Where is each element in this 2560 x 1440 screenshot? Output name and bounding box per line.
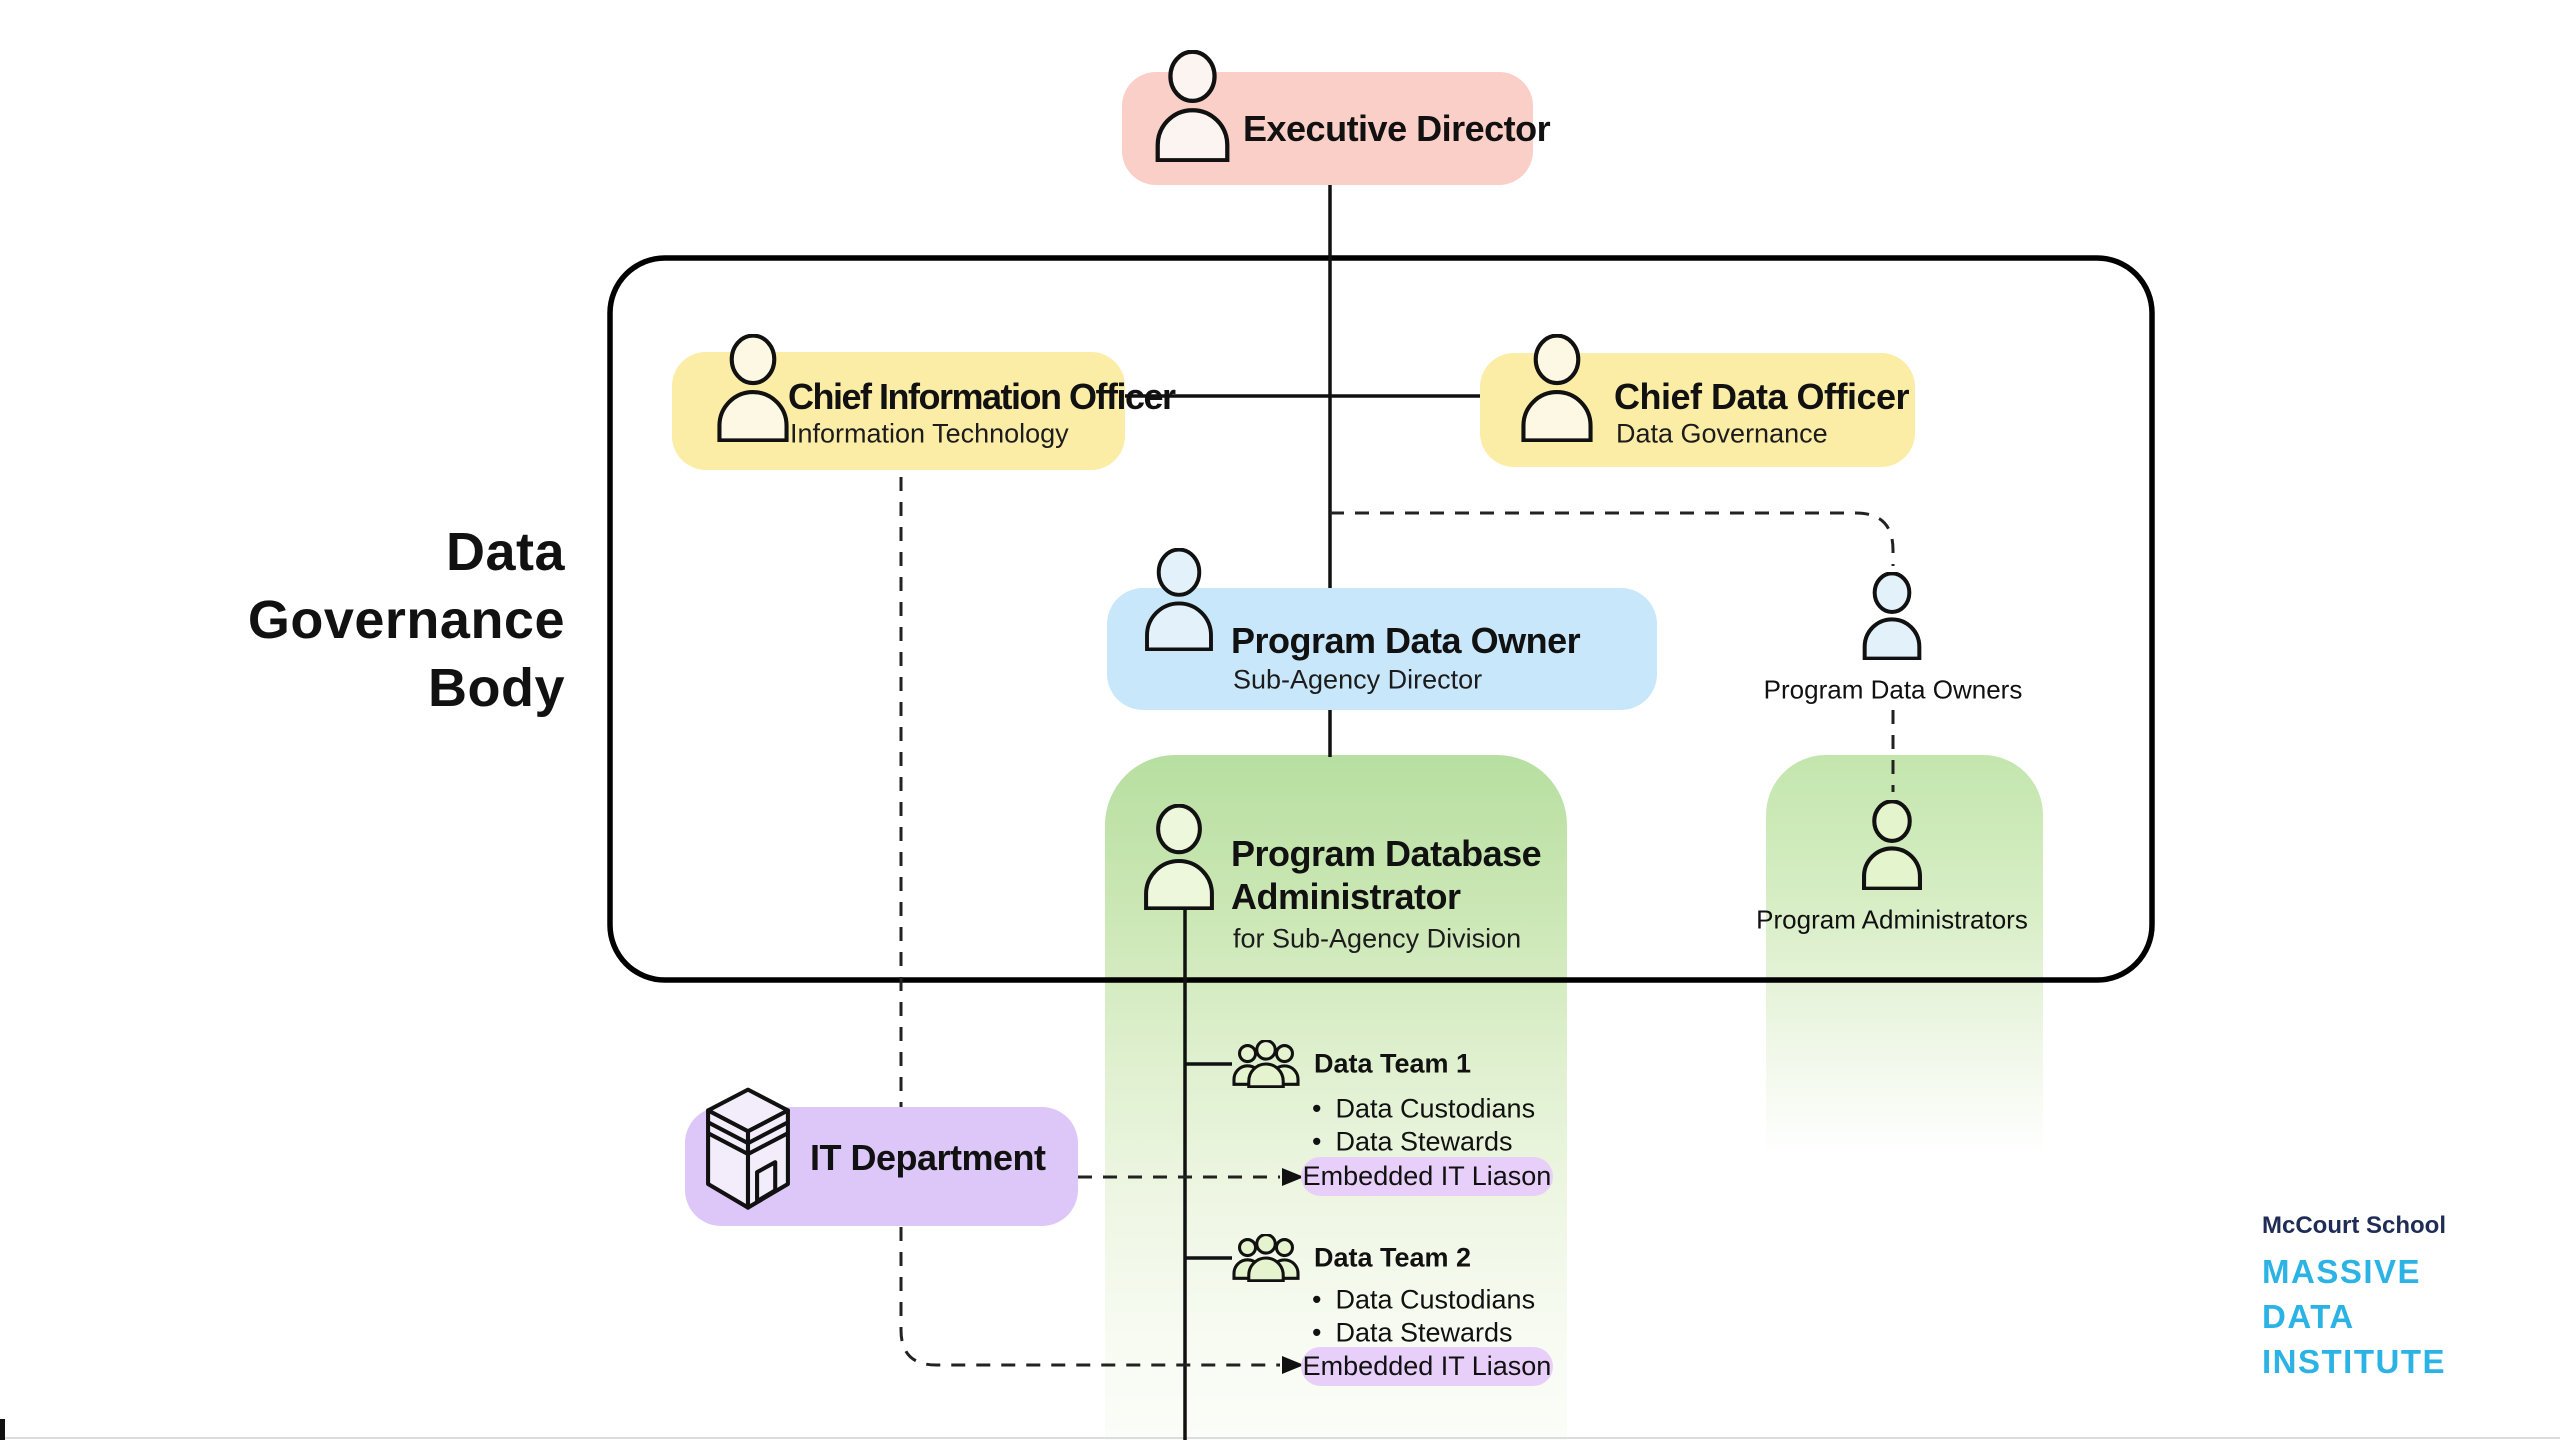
- mdi-logo-line2: DATA: [2262, 1298, 2355, 1335]
- team1-member-1: Data Custodians: [1312, 1094, 1535, 1125]
- person-icon: [1150, 50, 1235, 162]
- group-label-line3: Body: [428, 658, 565, 718]
- person-icon: [1134, 548, 1224, 651]
- team2-member-1: Data Custodians: [1312, 1285, 1535, 1316]
- team-icon: [1228, 1234, 1304, 1282]
- building-icon: [702, 1086, 794, 1213]
- team1-embedded-it-liason-pill: Embedded IT Liason: [1301, 1157, 1553, 1196]
- arrowhead-team1: [1282, 1168, 1304, 1186]
- team-icon: [1228, 1040, 1304, 1088]
- team2-embedded-it-liason-pill: Embedded IT Liason: [1301, 1347, 1553, 1386]
- person-icon: [1856, 572, 1928, 660]
- program-data-owners-label: Program Data Owners: [1763, 674, 2023, 705]
- person-icon: [712, 334, 794, 442]
- program-data-owner-title: Program Data Owner: [1231, 620, 1581, 661]
- cdo-subtitle: Data Governance: [1616, 418, 1828, 449]
- pda-title-line1: Program Database: [1231, 833, 1542, 874]
- data-governance-body-label: Data Governance Body: [248, 518, 565, 722]
- executive-director-title: Executive Director: [1243, 108, 1551, 149]
- cdo-title: Chief Data Officer: [1614, 376, 1910, 417]
- data-governance-body-border: [607, 255, 2155, 983]
- person-icon: [1516, 334, 1598, 442]
- connector-dashed-program-data-owners: [1330, 511, 1895, 566]
- page-edge-mark: [0, 1419, 5, 1440]
- connector-dashed-cio-team2: [899, 477, 1280, 1367]
- it-department-title: IT Department: [810, 1137, 1046, 1178]
- program-data-owner-subtitle: Sub-Agency Director: [1233, 664, 1483, 695]
- mdi-logo: McCourt School MASSIVE DATA INSTITUTE: [2262, 1212, 2446, 1384]
- mdi-logo-school: McCourt School: [2262, 1212, 2446, 1239]
- pda-title-line2: Administrator: [1231, 876, 1461, 917]
- person-icon: [1856, 800, 1928, 890]
- group-label-line1: Data: [445, 522, 565, 582]
- mdi-logo-line1: MASSIVE: [2262, 1253, 2422, 1290]
- team1-member-2: Data Stewards: [1312, 1127, 1512, 1158]
- cio-title: Chief Information Officer: [788, 376, 1176, 417]
- pda-subtitle: for Sub-Agency Division: [1233, 923, 1522, 954]
- group-label-line2: Governance: [247, 590, 565, 650]
- program-administrators-label: Program Administrators: [1756, 904, 2028, 935]
- arrowhead-team2: [1282, 1356, 1304, 1374]
- mdi-logo-line3: INSTITUTE: [2262, 1343, 2446, 1380]
- mdi-logo-institute: MASSIVE DATA INSTITUTE: [2262, 1249, 2446, 1384]
- team1-name: Data Team 1: [1314, 1048, 1472, 1079]
- person-icon: [1135, 804, 1223, 910]
- team2-name: Data Team 2: [1314, 1242, 1472, 1273]
- cio-subtitle: Information Technology: [790, 418, 1069, 449]
- team2-member-2: Data Stewards: [1312, 1318, 1512, 1349]
